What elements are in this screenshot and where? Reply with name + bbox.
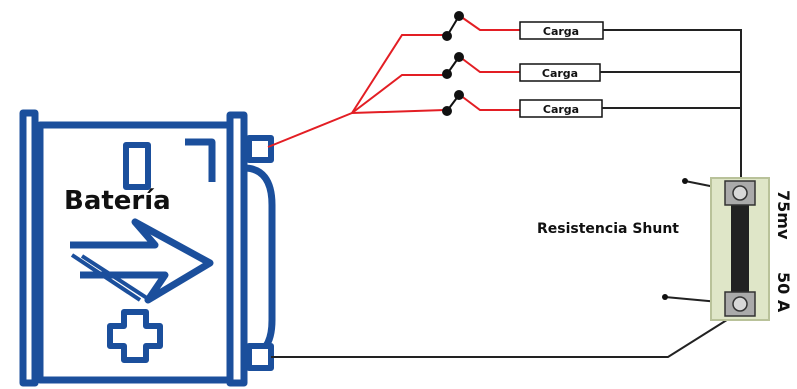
load-1: Carga [519, 21, 604, 40]
load-2-label: Carga [542, 67, 578, 80]
plus-icon [107, 309, 163, 363]
negative-wires [271, 29, 742, 358]
shunt-resistor [710, 177, 770, 321]
positive-wires [267, 15, 520, 148]
battery-left-post [19, 109, 39, 387]
shunt-bottom-bolt [732, 296, 748, 312]
battery-bottom-terminal [246, 343, 274, 371]
shunt-element [731, 198, 749, 303]
minus-symbol [123, 142, 151, 190]
shunt-top-lead-dot [682, 178, 688, 184]
shunt-current-rating: 50 A [774, 272, 793, 313]
load-3: Carga [519, 99, 603, 118]
load-3-label: Carga [543, 103, 579, 116]
lightning-icon [70, 218, 214, 304]
switches [442, 11, 464, 116]
battery-inner-corner [185, 138, 216, 182]
battery [19, 109, 276, 387]
shunt-label: Resistencia Shunt [537, 221, 679, 237]
battery-label: Batería [64, 186, 171, 216]
shunt-voltage-rating: 75mv [774, 190, 793, 240]
load-1-label: Carga [543, 25, 579, 38]
battery-right-post [226, 111, 248, 387]
shunt-top-bolt [732, 185, 748, 201]
shunt-bottom-lead-dot [662, 294, 668, 300]
load-2: Carga [519, 63, 601, 82]
lightning-accent [70, 253, 152, 302]
battery-cap [243, 164, 276, 359]
battery-top-terminal [246, 135, 274, 163]
battery-body [36, 121, 234, 384]
